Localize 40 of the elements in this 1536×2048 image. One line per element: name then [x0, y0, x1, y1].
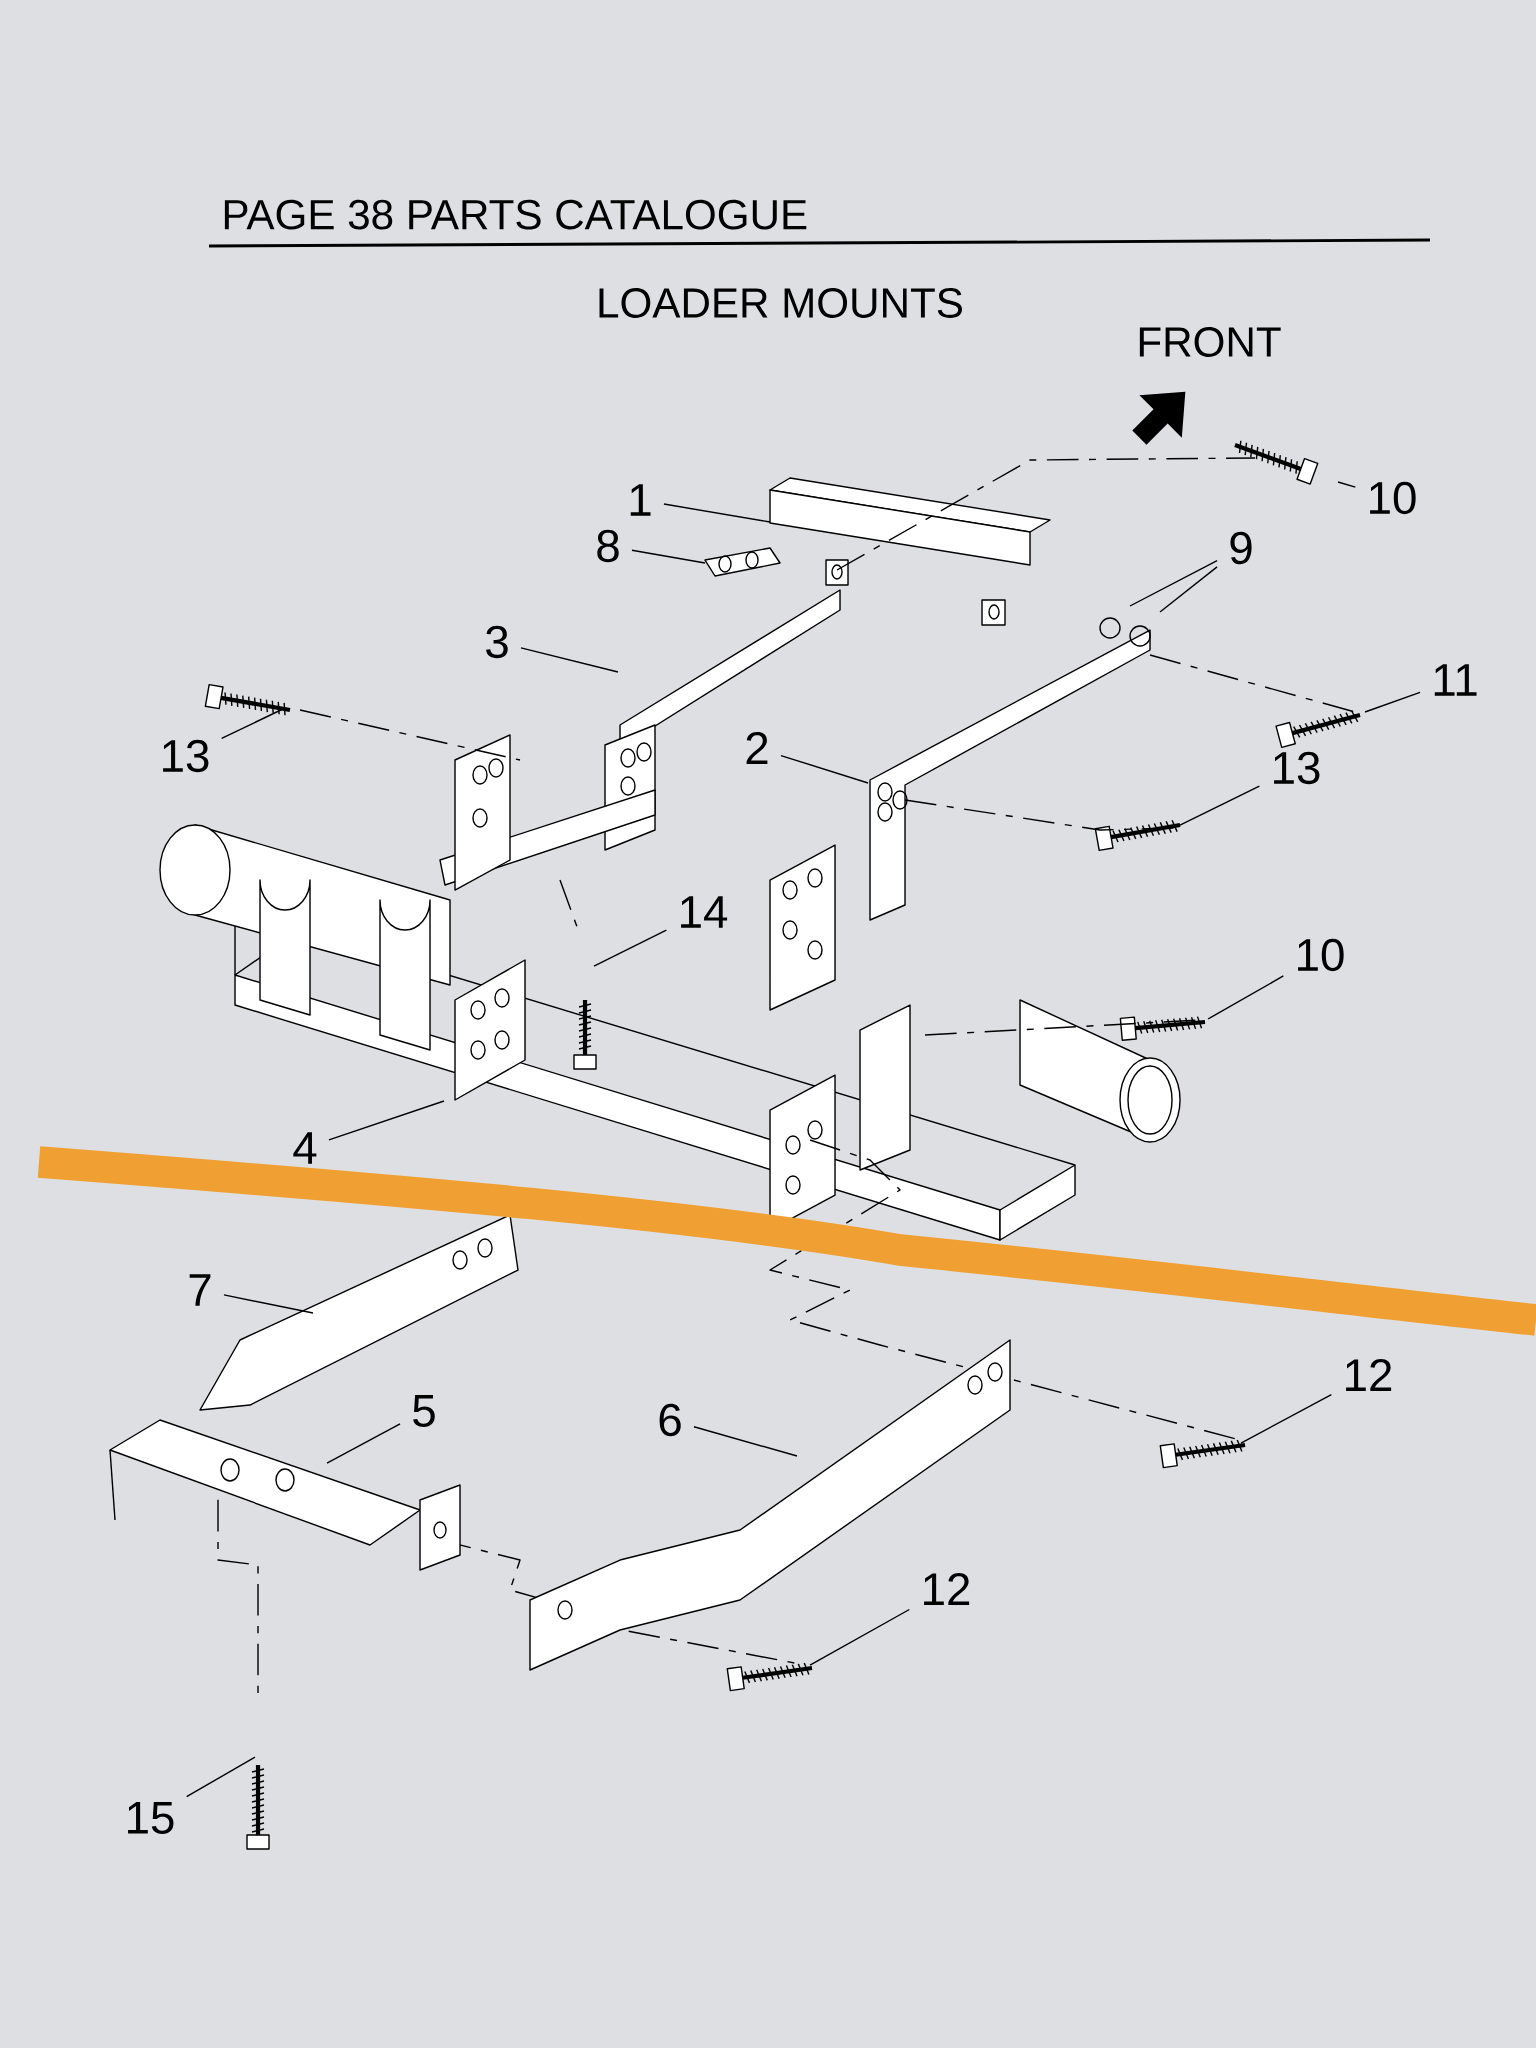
callout-number: 4 — [293, 1132, 317, 1164]
leader-line — [593, 929, 668, 967]
callout-number: 12 — [1346, 1359, 1392, 1391]
leader-line — [631, 549, 706, 564]
leader-line — [693, 1426, 798, 1457]
leader-line — [185, 1756, 256, 1798]
diagram-title: LOADER MOUNTS — [599, 288, 962, 318]
leader-line — [328, 1100, 445, 1141]
callout-number: 5 — [413, 1395, 435, 1427]
callout-number: 7 — [189, 1274, 211, 1306]
page-header: PAGE 38 PARTS CATALOGUE — [224, 199, 807, 230]
leader-line — [1364, 691, 1421, 713]
callout-number: 6 — [659, 1403, 681, 1437]
leader-line — [520, 647, 619, 673]
callout-number: 15 — [128, 1802, 174, 1834]
callout-number: 9 — [1230, 531, 1252, 565]
leader-line — [1240, 1393, 1333, 1444]
callout-number: 12 — [924, 1573, 970, 1605]
leader-line — [1337, 481, 1357, 488]
leader-line — [780, 754, 869, 784]
leader-line — [223, 1294, 314, 1314]
callout-number: 14 — [681, 896, 728, 928]
direction-label: FRONT — [1139, 327, 1281, 357]
callout-number: 13 — [163, 739, 209, 773]
callout-number: 3 — [486, 625, 508, 659]
callout-number: 13 — [1274, 751, 1320, 785]
callout-number: 11 — [1434, 664, 1477, 696]
callout-number: 8 — [597, 529, 619, 563]
leader-line — [1129, 559, 1218, 607]
leader-line — [326, 1423, 401, 1464]
leader-line — [663, 503, 771, 523]
callout-number: 1 — [630, 484, 651, 516]
leader-line — [809, 1608, 911, 1666]
leader-line — [220, 707, 286, 740]
leader-line — [1207, 975, 1285, 1020]
callout-number: 10 — [1370, 481, 1416, 515]
callout-number: 2 — [746, 732, 768, 764]
leader-line — [1159, 566, 1218, 613]
leader-line — [1179, 785, 1261, 826]
callout-number: 10 — [1298, 938, 1344, 972]
